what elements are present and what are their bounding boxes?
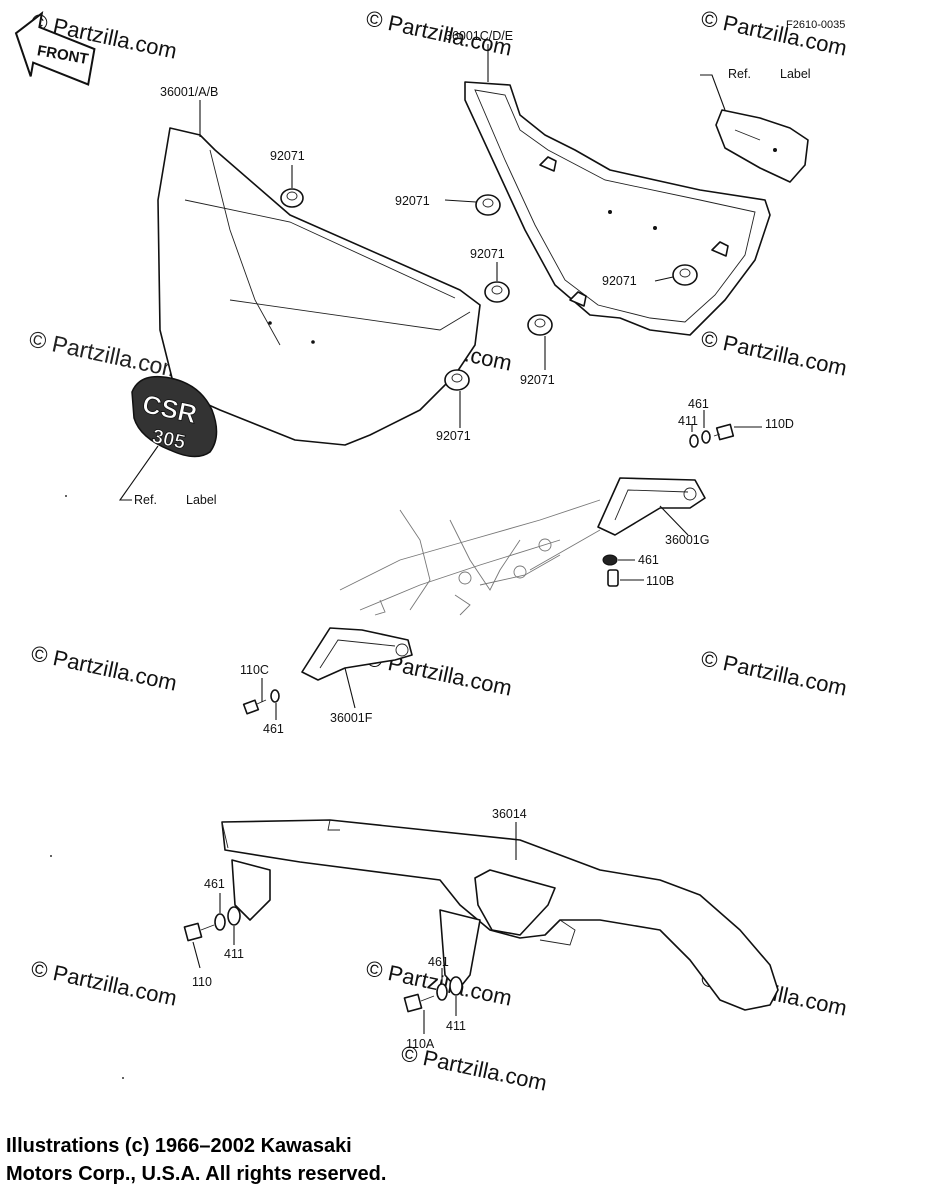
watermark: © Partzilla.com xyxy=(699,5,849,60)
front-arrow-icon: FRONT xyxy=(14,11,96,86)
watermark: © Partzilla.com xyxy=(29,955,179,1010)
washer-icon xyxy=(214,906,241,931)
ref-label-left: Ref. xyxy=(134,493,157,507)
washer-label: 461 xyxy=(263,722,284,736)
grommet-icon xyxy=(527,314,553,336)
copyright-line-2: Motors Corp., U.S.A. All rights reserved… xyxy=(6,1163,387,1185)
washer-label: 411 xyxy=(446,1019,466,1033)
watermark: © Partzilla.com xyxy=(699,645,849,700)
bolt-icon xyxy=(403,993,435,1013)
washer-icon xyxy=(270,689,280,703)
grommet-icon xyxy=(672,264,698,286)
chain-cover xyxy=(221,819,779,1011)
bolt-label: 110B xyxy=(646,574,674,588)
label-left: Label xyxy=(186,493,217,507)
washer-label: 461 xyxy=(638,553,659,567)
grommet-icon xyxy=(475,194,501,216)
watermark: © Partzilla.com xyxy=(29,640,179,695)
frame-outline xyxy=(339,499,601,616)
bolt-icon xyxy=(242,699,267,715)
washer-icon xyxy=(602,554,618,566)
bracket-f-label: 36001F xyxy=(330,711,373,725)
bolt-label: 110A xyxy=(406,1037,435,1051)
watermark: © Partzilla.com xyxy=(699,325,849,380)
washer-label: 461 xyxy=(428,955,449,969)
grommet-label: 92071 xyxy=(470,247,505,261)
washer-label: 461 xyxy=(204,877,225,891)
bolt-label: 110D xyxy=(765,417,794,431)
ref-label-top: Ref. xyxy=(728,67,751,81)
left-side-cover xyxy=(157,127,481,446)
copyright-notice: Illustrations (c) 1966–2002 Kawasaki Mot… xyxy=(6,1132,386,1188)
side-cover-right-label: 36001C/D/E xyxy=(445,29,513,43)
bracket-g-label: 36001G xyxy=(665,533,709,547)
washer-label: 411 xyxy=(678,414,698,428)
label-top: Label xyxy=(780,67,811,81)
grommet-label: 92071 xyxy=(602,274,637,288)
grommet-label: 92071 xyxy=(395,194,430,208)
grommet-label: 92071 xyxy=(436,429,471,443)
side-cover-left-label: 36001/A/B xyxy=(160,85,218,99)
bolt-icon xyxy=(183,922,215,942)
washer-icon xyxy=(689,430,711,448)
bracket-f xyxy=(301,627,413,681)
bolt-icon xyxy=(713,423,735,441)
chain-cover-label: 36014 xyxy=(492,807,527,821)
washer-label: 461 xyxy=(688,397,709,411)
bolt-label: 110C xyxy=(240,663,269,677)
emblem-icon: CSR 305 xyxy=(131,375,218,458)
grommet-label: 92071 xyxy=(270,149,305,163)
bolt-icon xyxy=(607,569,619,587)
washer-label: 411 xyxy=(224,947,244,961)
copyright-line-1: Illustrations (c) 1966–2002 Kawasaki xyxy=(6,1135,352,1157)
grommet-icon xyxy=(484,281,510,303)
grommet-icon xyxy=(444,369,470,391)
washer-icon xyxy=(436,976,463,1001)
bolt-label: 110 xyxy=(192,975,212,989)
label-sticker-top xyxy=(715,109,809,183)
grommet-label: 92071 xyxy=(520,373,555,387)
diagram-code: F2610-0035 xyxy=(786,19,845,31)
bracket-g xyxy=(529,477,706,571)
grommet-icon xyxy=(280,188,304,208)
